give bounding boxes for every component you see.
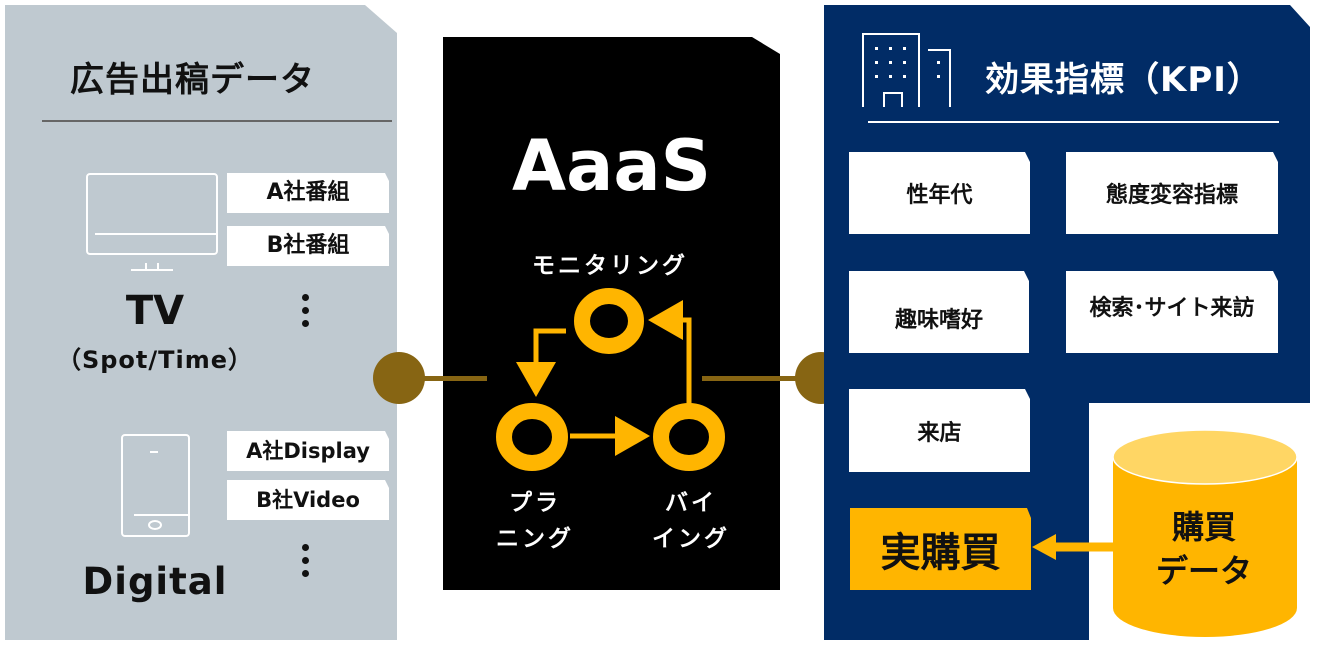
database-cylinder-icon	[1112, 429, 1298, 637]
right-connector-line	[702, 376, 822, 381]
buying-label-line1: バイ	[665, 490, 717, 516]
actual-purchase-kpi: 実購買	[850, 508, 1031, 590]
ad-placement-title: 広告出稿データ	[70, 60, 315, 100]
smartphone-icon	[121, 434, 190, 537]
digital-tag-a: A社Display	[227, 431, 389, 471]
title-divider	[42, 120, 392, 122]
tv-monitor-icon	[86, 173, 218, 271]
digital-tag-b: B社Video	[227, 480, 389, 520]
kpi-item: 検索･サイト来訪	[1066, 271, 1278, 353]
kpi-item: 趣味嗜好	[849, 271, 1029, 353]
buying-label-line2: イング	[652, 526, 730, 552]
purchase-data-line2: データ	[1155, 552, 1252, 590]
kpi-title-divider	[868, 121, 1279, 123]
ad-placement-panel	[5, 5, 397, 640]
kpi-item: 性年代	[849, 152, 1030, 234]
purchase-data-label: 購買 データ	[1112, 505, 1296, 593]
tv-more-ellipsis	[302, 294, 309, 333]
planning-label-line1: プラ	[509, 490, 561, 516]
aaas-panel	[443, 37, 780, 590]
aaas-title: AaaS	[511, 125, 712, 207]
tv-tag-a: A社番組	[227, 173, 389, 213]
kpi-item: 来店	[849, 389, 1030, 472]
arrow-database-to-purchase	[1032, 534, 1120, 560]
pdca-cycle-diagram	[496, 288, 725, 471]
kpi-item: 態度変容指標	[1066, 152, 1278, 234]
building-icon	[862, 33, 951, 107]
left-connector-dot	[373, 352, 425, 404]
buying-label: バイ イング	[646, 485, 736, 557]
digital-more-ellipsis	[302, 544, 309, 583]
monitoring-label: モニタリング	[532, 253, 688, 279]
tv-sublabel: （Spot/Time）	[56, 346, 254, 374]
tv-label: TV	[125, 288, 185, 334]
kpi-title: 効果指標（KPI）	[985, 60, 1262, 100]
planning-ring-icon	[496, 403, 568, 471]
planning-label: プラ ニング	[490, 485, 580, 557]
monitoring-ring-icon	[574, 288, 644, 354]
arrow-buying-to-monitoring	[648, 300, 692, 408]
buying-ring-icon	[653, 403, 725, 471]
purchase-data-line1: 購買	[1171, 508, 1236, 546]
tv-tag-b: B社番組	[227, 226, 389, 266]
arrow-monitoring-to-planning	[516, 328, 566, 397]
left-connector-line	[400, 376, 487, 381]
digital-label: Digital	[82, 560, 228, 603]
planning-label-line2: ニング	[496, 526, 574, 552]
